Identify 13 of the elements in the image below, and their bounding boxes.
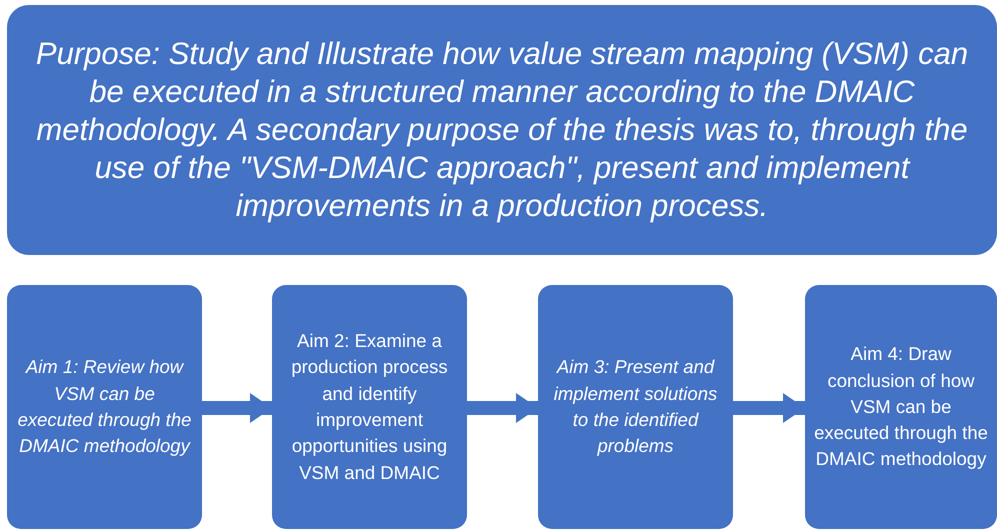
aim-text: Aim 3: Present and implement solutions to the identified problems: [552, 355, 718, 458]
aim-box: [805, 285, 997, 529]
purpose-text: Purpose: Study and Illustrate how value stream mapping (VSM) can be executed in a structured manner according to the DMAIC methodology. A secondary purpose of the thesis was to, through the use of the "VSM-DMAIC approach", present and implement improvements in a production process.: [34, 35, 970, 225]
block-arrow: [467, 393, 538, 423]
block-arrow: [733, 393, 805, 423]
block-arrow: [202, 393, 272, 423]
aim-text: Aim 2: Examine a production process and identify improvement opportunities using VSM and DMAIC: [290, 329, 449, 485]
aim-box: [272, 285, 467, 529]
aim-text: Aim 4: Draw conclusion of how VSM can be executed through the DMAIC methodology: [813, 342, 989, 472]
aim-box: [538, 285, 733, 529]
aim-box: [7, 285, 202, 529]
purpose-box: [7, 5, 997, 255]
aim-text: Aim 1: Review how VSM can be executed through the DMAIC methodology: [16, 355, 192, 458]
